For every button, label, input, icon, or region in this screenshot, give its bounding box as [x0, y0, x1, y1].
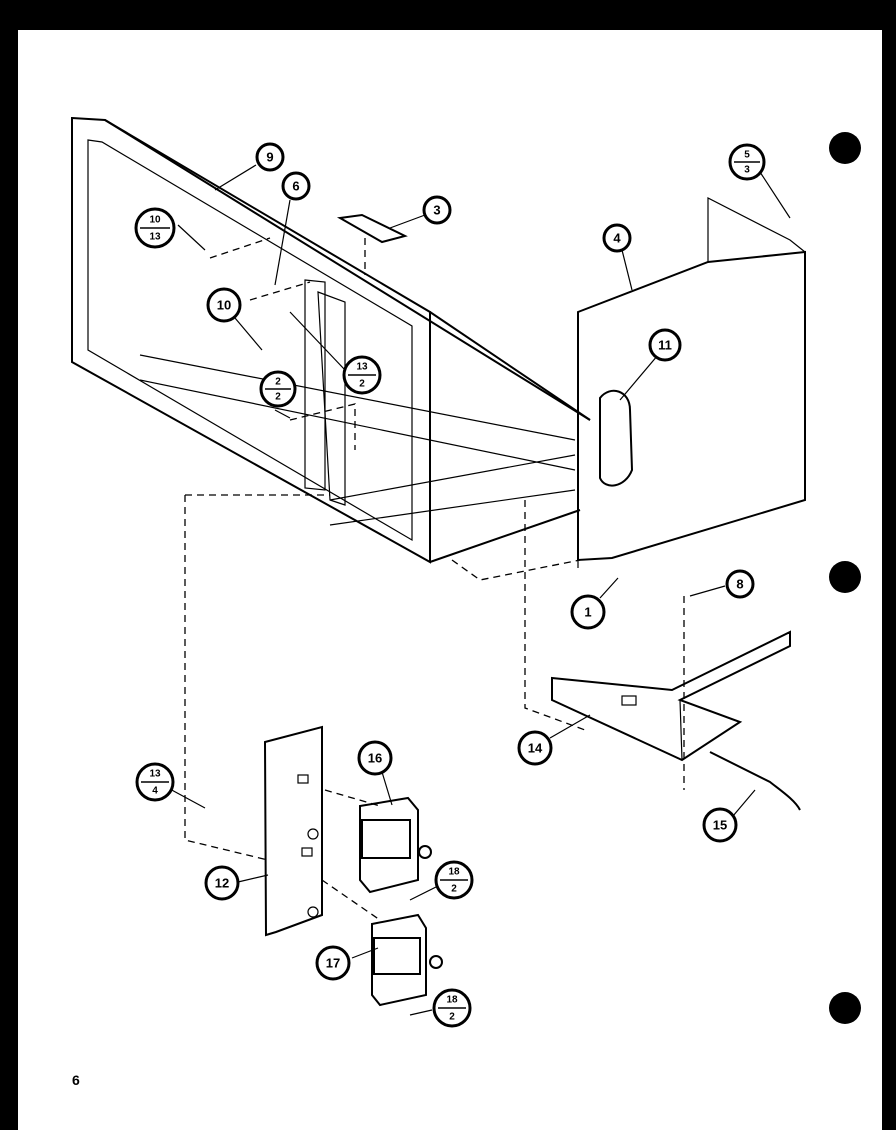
callout-11: 11	[648, 328, 682, 362]
assembly-guide-lines	[184, 237, 685, 921]
svg-text:3: 3	[433, 202, 440, 217]
svg-text:17: 17	[326, 955, 340, 970]
fraction-callout-2-2: 2 2	[259, 370, 297, 408]
fraction-callout-13-2-upper: 13 2	[342, 355, 382, 395]
svg-text:18: 18	[446, 995, 458, 1006]
mounting-bracket	[263, 725, 323, 937]
svg-text:4: 4	[152, 786, 158, 797]
svg-text:10: 10	[217, 297, 231, 312]
svg-text:18: 18	[448, 867, 460, 878]
page-number: 6	[72, 1072, 80, 1088]
wire-lead	[709, 751, 801, 811]
chassis-frame	[71, 116, 591, 564]
svg-text:16: 16	[368, 750, 382, 765]
svg-text:2: 2	[275, 377, 281, 388]
callout-14: 14	[517, 730, 553, 766]
svg-text:5: 5	[744, 150, 750, 161]
callout-12: 12	[204, 865, 240, 901]
base-plate	[551, 630, 791, 762]
svg-text:8: 8	[736, 576, 743, 591]
fraction-callout-18-2-upper: 18 2	[434, 860, 474, 900]
svg-text:13: 13	[149, 769, 161, 780]
callout-3: 3	[422, 195, 452, 225]
callout-1: 1	[570, 594, 606, 630]
callout-8: 8	[725, 569, 755, 599]
svg-text:2: 2	[359, 379, 365, 390]
svg-text:11: 11	[658, 337, 672, 352]
punch-hole-top	[829, 132, 861, 164]
switch-lower	[371, 913, 443, 1007]
switch-upper	[359, 796, 432, 894]
callout-16: 16	[357, 740, 393, 776]
fraction-callout-5-3: 5 3	[728, 143, 766, 181]
side-panel	[577, 197, 806, 568]
callout-10: 10	[206, 287, 242, 323]
fraction-callout-10-13: 10 13	[134, 207, 176, 249]
svg-text:3: 3	[744, 165, 750, 176]
punch-hole-middle	[829, 561, 861, 593]
callout-17: 17	[315, 945, 351, 981]
svg-text:9: 9	[266, 149, 273, 164]
svg-text:6: 6	[292, 178, 299, 193]
callout-9: 9	[255, 142, 285, 172]
svg-text:2: 2	[275, 392, 281, 403]
leader-lines	[167, 164, 791, 1016]
callout-6: 6	[281, 171, 311, 201]
callout-4: 4	[602, 223, 632, 253]
fraction-callout-18-2-lower: 18 2	[432, 988, 472, 1028]
svg-text:2: 2	[451, 884, 457, 895]
fraction-callout-13-4: 13 4	[135, 762, 175, 802]
svg-text:10: 10	[149, 215, 161, 226]
punch-hole-bottom	[829, 992, 861, 1024]
svg-text:12: 12	[215, 875, 229, 890]
svg-text:1: 1	[584, 604, 591, 619]
svg-text:4: 4	[613, 230, 621, 245]
part-3-bracket	[336, 213, 408, 244]
svg-text:13: 13	[356, 362, 368, 373]
svg-text:2: 2	[449, 1012, 455, 1023]
svg-text:15: 15	[713, 817, 727, 832]
svg-text:14: 14	[528, 740, 543, 755]
callout-15: 15	[702, 807, 738, 843]
svg-text:13: 13	[149, 232, 161, 243]
